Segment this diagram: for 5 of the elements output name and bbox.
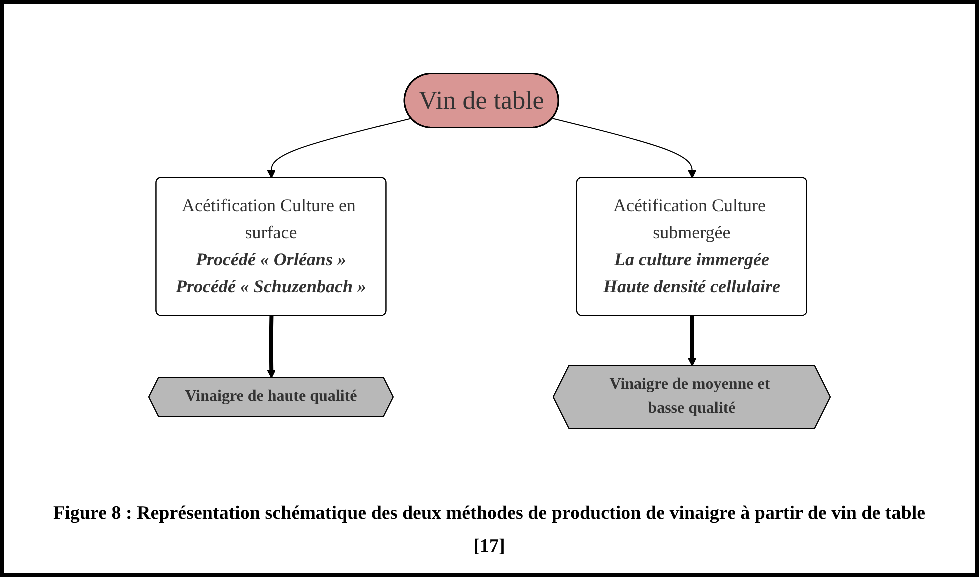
arrow — [688, 316, 696, 367]
arrow — [266, 316, 276, 379]
arrow — [552, 118, 696, 179]
figure-caption: Figure 8 : Représentation schématique des deux méthodes de production de vinaigre à partir de vin de table [17] — [52, 502, 927, 559]
arrow — [266, 118, 412, 179]
